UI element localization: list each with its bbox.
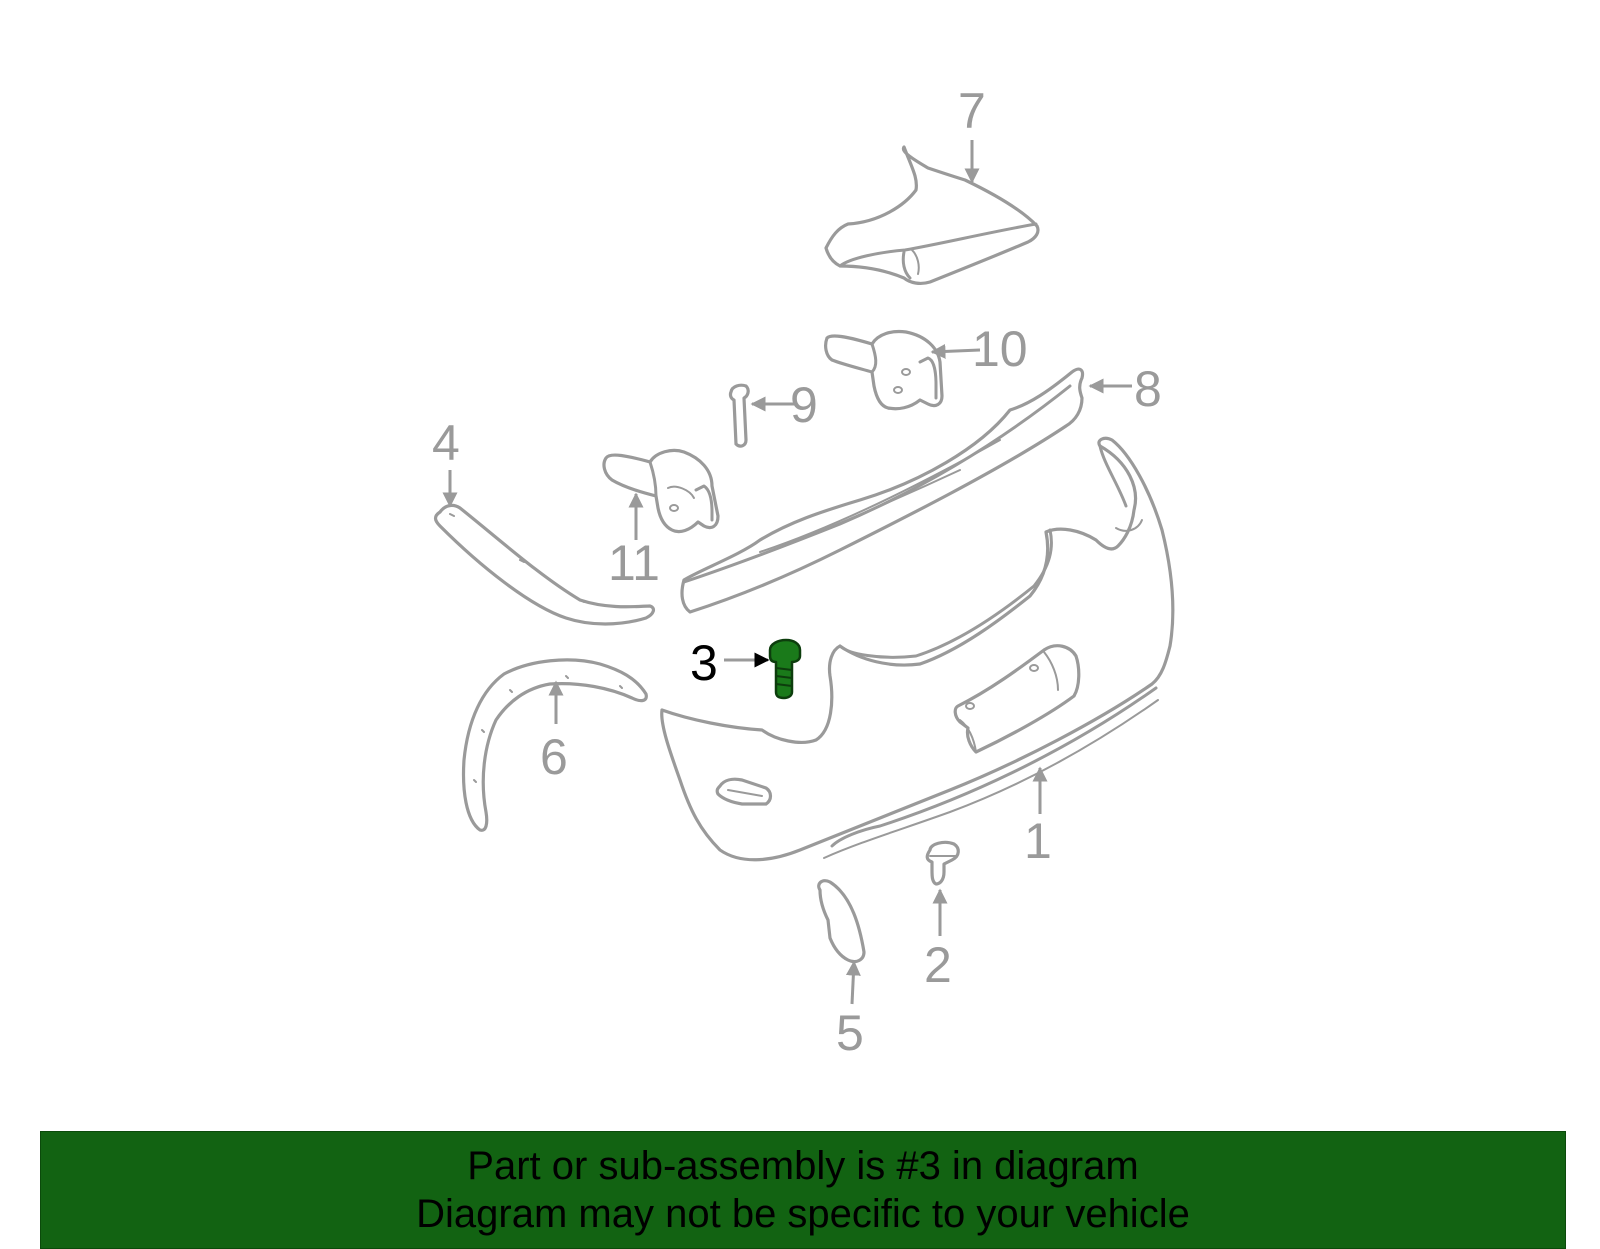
part-1-bumper-cover — [660, 436, 1175, 862]
part-11-bracket — [602, 448, 720, 534]
banner-line-2: Diagram may not be specific to your vehi… — [416, 1192, 1190, 1236]
callout-9[interactable]: 9 — [790, 377, 818, 433]
part-2-clip — [925, 840, 960, 886]
callout-11[interactable]: 11 — [608, 535, 660, 591]
callout-3[interactable]: 3 — [690, 635, 718, 691]
part-4-molding — [433, 503, 656, 626]
callout-7[interactable]: 7 — [958, 83, 986, 139]
callout-2[interactable]: 2 — [924, 937, 952, 993]
part-8-absorber — [680, 367, 1085, 614]
callout-1[interactable]: 1 — [1024, 813, 1052, 869]
part-6-flare — [461, 658, 648, 832]
callout-4[interactable]: 4 — [432, 415, 460, 471]
part-7-cover — [824, 145, 1040, 285]
banner-line-1: Part or sub-assembly is #3 in diagram — [467, 1144, 1139, 1188]
part-5-trim — [817, 879, 866, 964]
info-banner: Part or sub-assembly is #3 in diagram Di… — [40, 1131, 1566, 1249]
leader-5 — [845, 960, 861, 1005]
part-9-pin — [728, 383, 750, 448]
callout-10[interactable]: 10 — [972, 321, 1028, 377]
part-3-bolt-highlight — [768, 638, 802, 700]
callout-5[interactable]: 5 — [836, 1005, 864, 1061]
leader-10 — [930, 343, 981, 359]
part-10-bracket — [824, 329, 944, 411]
callout-8[interactable]: 8 — [1134, 361, 1162, 417]
callout-6[interactable]: 6 — [540, 729, 568, 785]
